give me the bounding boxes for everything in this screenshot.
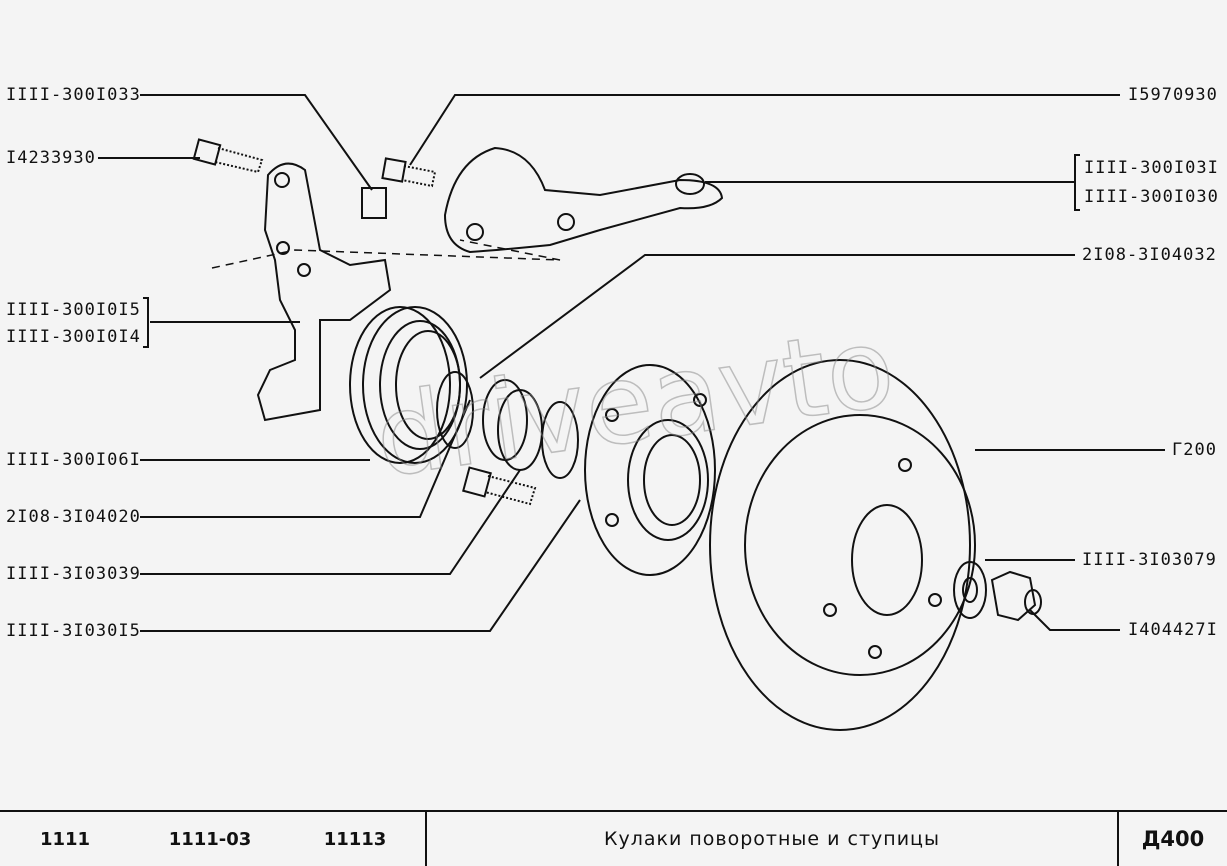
part-label-left: IIII-3I03039 <box>6 564 141 584</box>
bolt <box>192 138 264 174</box>
hub-nut <box>990 570 1037 622</box>
part-label-right: IIII-3I03079 <box>1082 550 1217 570</box>
leader-line <box>140 499 581 632</box>
steering-arm <box>443 146 724 254</box>
divider <box>425 812 427 866</box>
part-label-left: IIII-3I030I5 <box>6 621 141 641</box>
retaining-ring <box>541 401 579 479</box>
part-label-left: IIII-300I06I <box>6 450 141 470</box>
retaining-ring <box>436 371 474 449</box>
exploded-assembly-drawing: driveavto <box>98 94 1165 731</box>
part-label-right: IIII-300I03I <box>1084 158 1219 178</box>
part-label-left: IIII-300I033 <box>6 85 141 105</box>
bracket <box>143 297 149 348</box>
brake-disc <box>709 359 971 731</box>
title-block: 1111 1111-03 11113 Кулаки поворотные и с… <box>0 810 1227 866</box>
part-label-left: IIII-300I0I4 <box>6 327 141 347</box>
model-code: 11113 <box>323 828 387 850</box>
bracket <box>1074 154 1080 211</box>
leader-line <box>140 94 373 191</box>
clip <box>361 187 387 219</box>
part-label-left: IIII-300I0I5 <box>6 300 141 320</box>
model-code: 1111 <box>39 828 91 850</box>
part-label-left: I4233930 <box>6 148 96 168</box>
part-label-left: 2I08-3I04020 <box>6 507 141 527</box>
part-label-right: 2I08-3I04032 <box>1082 245 1217 265</box>
part-label-right: I404427I <box>1128 620 1218 640</box>
wheel-hub <box>584 364 716 576</box>
model-code: 1111-03 <box>168 828 252 850</box>
leader-line <box>140 469 521 575</box>
leader-line <box>409 94 1120 166</box>
wheel-hub-housing <box>349 306 451 464</box>
drawing-code: Д400 <box>1141 827 1205 851</box>
bolt <box>462 466 537 506</box>
steering-knuckle <box>256 162 392 422</box>
part-label-right: Г200 <box>1172 440 1217 460</box>
bolt <box>381 157 437 188</box>
washer <box>953 561 987 619</box>
part-label-right: I5970930 <box>1128 85 1218 105</box>
part-label-right: IIII-300I030 <box>1084 187 1219 207</box>
divider <box>1117 812 1119 866</box>
watermark: driveavto <box>368 303 902 502</box>
leader-line <box>479 254 1075 379</box>
drawing-title: Кулаки поворотные и ступицы <box>603 828 940 850</box>
leader-line <box>1029 609 1120 631</box>
